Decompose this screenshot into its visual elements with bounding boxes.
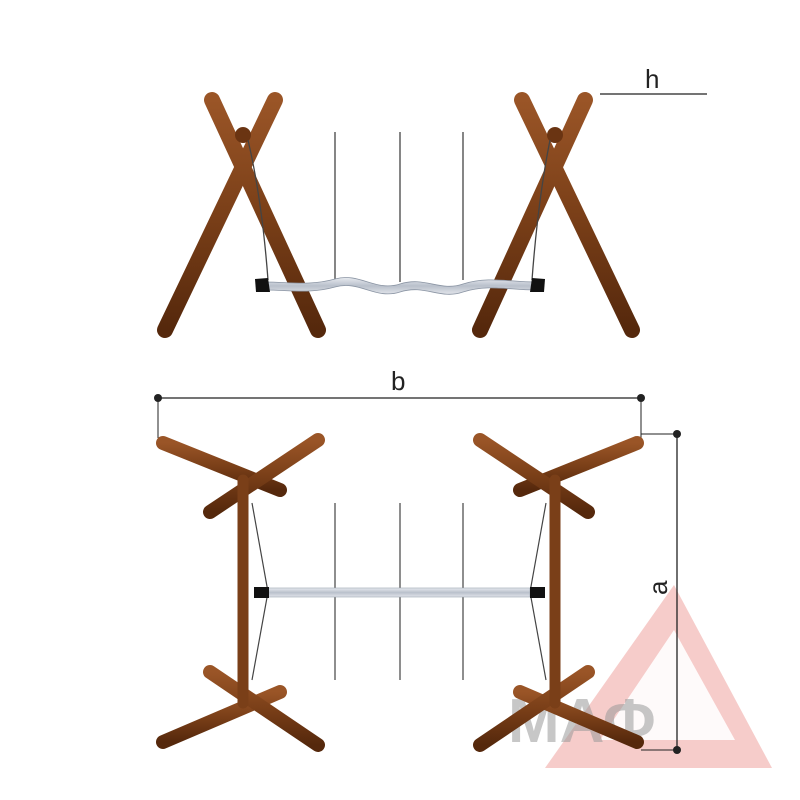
- front-right-leg-2: [472, 92, 593, 338]
- front-ropes: [247, 132, 551, 282]
- top-view: b a: [154, 366, 681, 754]
- front-seat-end-left: [255, 278, 270, 292]
- front-beam-end-left: [235, 127, 251, 143]
- front-rope-side-left: [247, 139, 269, 281]
- top-leg-bl-2: [203, 665, 325, 752]
- top-seat-end-left: [254, 587, 269, 598]
- front-view: h: [157, 64, 707, 338]
- top-leg-tr-2: [473, 433, 595, 519]
- top-leg-br-2: [473, 665, 595, 752]
- width-label: b: [391, 366, 405, 396]
- depth-label: a: [643, 580, 673, 595]
- height-label: h: [645, 64, 659, 94]
- depth-dot-bottom: [673, 746, 681, 754]
- top-frame-sides: [237, 474, 561, 709]
- depth-dot-top: [673, 430, 681, 438]
- front-beam-end-right: [547, 127, 563, 143]
- top-frame: [232, 491, 566, 692]
- top-leg-tl-2: [203, 433, 325, 519]
- depth-dimension: a: [641, 430, 681, 754]
- front-right-leg-1: [514, 92, 640, 338]
- front-left-leg-2: [157, 92, 283, 338]
- top-seat-end-right: [530, 587, 545, 598]
- width-dot-right: [637, 394, 645, 402]
- watermark-triangle-inner: [600, 630, 735, 740]
- front-rope-side-right: [531, 139, 551, 281]
- top-legs: [156, 433, 644, 752]
- top-net-seat: [267, 587, 531, 598]
- front-seat-end-right: [530, 278, 545, 292]
- width-dimension: b: [154, 366, 645, 438]
- width-dot-left: [154, 394, 162, 402]
- front-left-leg-1: [204, 92, 326, 338]
